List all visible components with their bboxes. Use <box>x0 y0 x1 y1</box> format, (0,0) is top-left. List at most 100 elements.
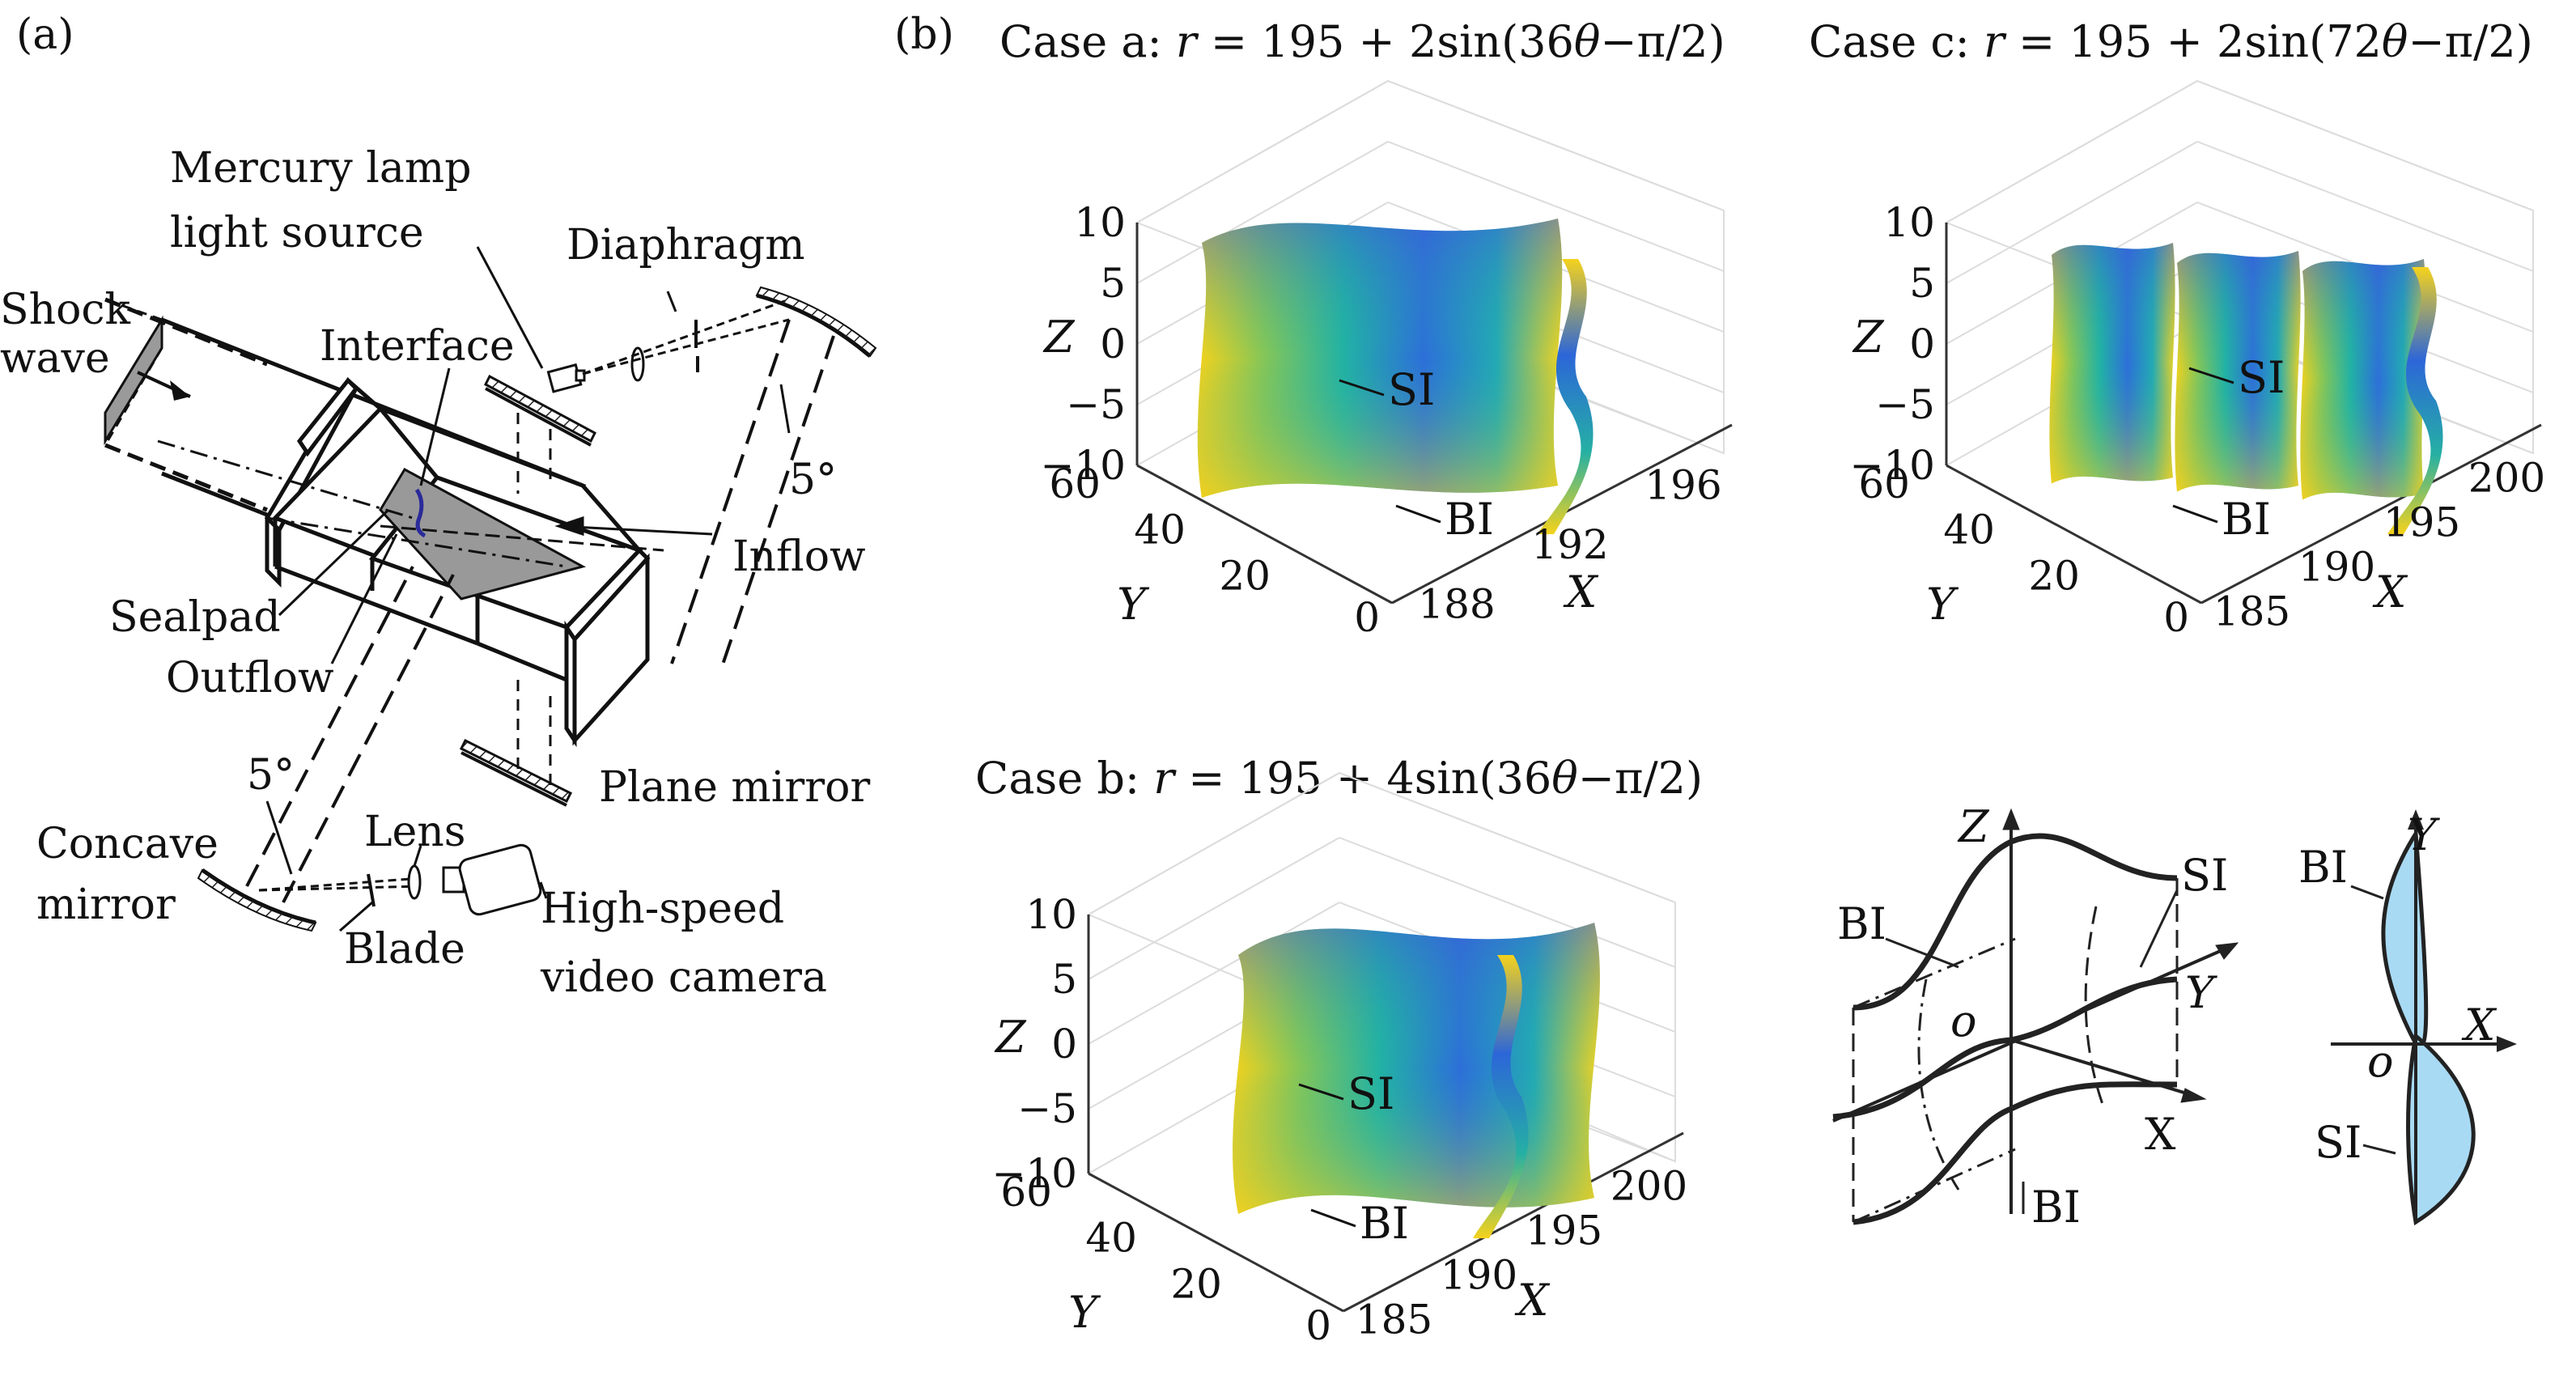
label-five-top: 5° <box>789 456 837 504</box>
si-leader <box>2188 367 2234 384</box>
case-c-title: Case c: r = 195 + 2sin(72θ−π/2) <box>1809 16 2533 67</box>
y-tick-label: 20 <box>2028 552 2080 599</box>
label-camera-2: video camera <box>540 953 827 1002</box>
z-tick-label: −10 <box>991 1150 1077 1197</box>
surface-edge-ribbon <box>2387 267 2443 534</box>
z-tick-label: 10 <box>1883 199 1935 246</box>
y-tick-label: 20 <box>1170 1260 1222 1307</box>
bi-leader <box>1395 504 1441 524</box>
grid-line <box>1946 80 2198 223</box>
z-tick-label: 0 <box>1909 320 1935 367</box>
grid-line <box>2196 141 2534 272</box>
label-mercury-2: light source <box>170 209 424 257</box>
schematic-y-label: Y <box>2185 967 2217 1018</box>
bi-label: BI <box>2222 494 2271 545</box>
surface <box>2049 243 2443 534</box>
y-tick-label: 60 <box>1049 461 1101 507</box>
surface-shade <box>1233 923 1600 1214</box>
label-concave-2: mirror <box>36 881 176 929</box>
z-tick-label: 5 <box>1100 260 1126 307</box>
y-tick-label: 0 <box>1305 1302 1331 1349</box>
z-axis-name: Z <box>994 1012 1027 1063</box>
label-five-bottom: 5° <box>247 751 295 800</box>
bi-label: BI <box>1445 494 1494 545</box>
label-outflow: Outflow <box>166 654 334 702</box>
bi-label: BI <box>1360 1198 1409 1249</box>
axes-lines <box>1945 223 2542 605</box>
x-tick-label: 195 <box>1526 1208 1602 1254</box>
y-axis-name: Y <box>1068 1287 1101 1338</box>
x-tick-label: 185 <box>1356 1297 1432 1343</box>
si-leader <box>1339 379 1385 397</box>
x-tick-label: 200 <box>2468 455 2545 502</box>
grid-line <box>1088 772 1340 915</box>
label-camera-1: High-speed <box>541 885 784 933</box>
schematic-z-label: Z <box>1957 801 1990 852</box>
plane-mirror-top <box>484 374 596 494</box>
y-tick-label: 40 <box>1085 1215 1137 1262</box>
schematic-profile <box>2331 809 2517 1226</box>
panel-a-leaders <box>265 246 791 932</box>
panel-a-text: Mercury lamp light source Diaphragm Shoc… <box>0 144 870 1002</box>
case-a-title: Case a: r = 195 + 2sin(36θ−π/2) <box>999 16 1725 67</box>
surface-edge-ribbon <box>1538 259 1594 534</box>
x-axis-name: X <box>2372 567 2408 618</box>
y-tick-label: 0 <box>1354 594 1380 641</box>
x-tick-label: 190 <box>2298 544 2375 591</box>
label-blade: Blade <box>344 925 465 974</box>
profile-x-label: X <box>2461 1000 2497 1051</box>
test-wedge <box>157 439 664 601</box>
label-sealpad: Sealpad <box>109 593 281 642</box>
y-axis-name: Y <box>1926 579 1959 630</box>
label-mercury-1: Mercury lamp <box>170 144 471 193</box>
profile-y-label: Y <box>2408 809 2440 860</box>
y-axis-name: Y <box>1117 579 1149 630</box>
z-tick-label: −5 <box>1017 1085 1077 1132</box>
axis-names: Z Y X <box>994 1012 1551 1338</box>
x-tick-label: 192 <box>1531 521 1608 568</box>
y-tick-label: 40 <box>1943 507 1995 554</box>
label-inflow: Inflow <box>732 533 866 581</box>
label-interface: Interface <box>320 322 515 371</box>
profile-origin-label: o <box>2367 1036 2394 1087</box>
schematic-labels: Z Y X o BI SI BI <box>1837 801 2228 1233</box>
z-tick-label: 0 <box>1100 320 1126 367</box>
schematic-origin-label: o <box>1950 995 1977 1046</box>
panel-b-label: (b) <box>894 11 954 59</box>
profile-labels: Y X o BI SI <box>2298 809 2497 1168</box>
profile-bi-label: BI <box>2298 842 2348 893</box>
z-tick-label: −5 <box>1066 381 1126 428</box>
z-tick-label: −5 <box>1875 381 1935 428</box>
x-axis-name: X <box>1514 1275 1551 1326</box>
surface <box>1197 219 1594 534</box>
bi-leader <box>1310 1208 1356 1228</box>
x-axis-line <box>1343 1131 1684 1313</box>
schematic-x-label: X <box>2145 1109 2176 1160</box>
label-shock-1: Shock <box>0 286 131 334</box>
label-diaphragm: Diaphragm <box>567 221 805 270</box>
x-tick-label: 190 <box>1441 1252 1517 1299</box>
label-shock-2: wave <box>0 334 110 383</box>
z-tick-label: 5 <box>1051 956 1077 1003</box>
z-axis-name: Z <box>1042 312 1076 363</box>
x-axis-name: X <box>1563 567 1599 618</box>
schematic-bi-top: BI <box>1837 898 1886 949</box>
x-axis-line <box>2200 423 2542 605</box>
surface-shade <box>1197 219 1563 498</box>
schematic-si: SI <box>2181 850 2228 901</box>
grid-line <box>1339 837 1676 968</box>
grid-line <box>1136 141 1389 284</box>
z-tick-label: 5 <box>1909 260 1935 307</box>
x-tick-label: 200 <box>1611 1163 1687 1210</box>
grid-line <box>2196 80 2534 211</box>
z-tick-label: 10 <box>1025 891 1077 938</box>
